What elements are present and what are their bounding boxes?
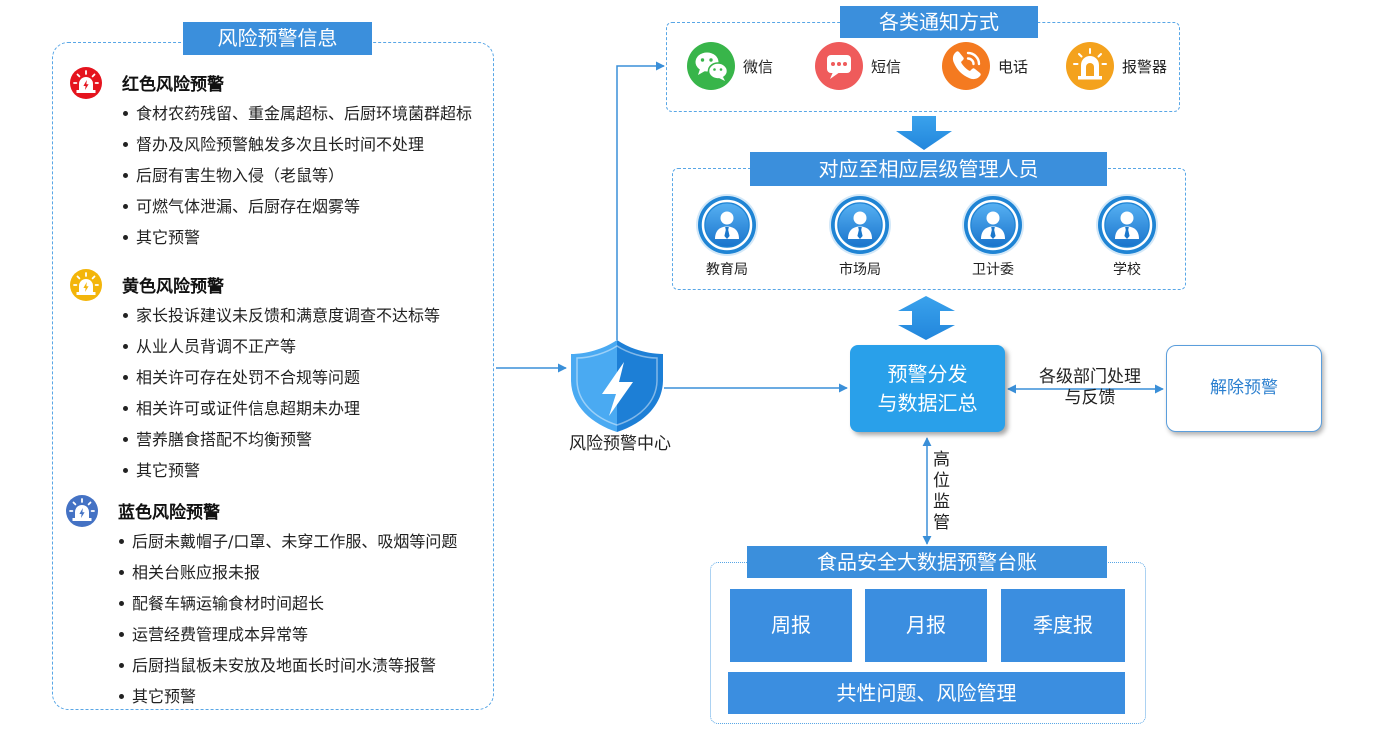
supervision-label: 高位监管 bbox=[933, 450, 950, 533]
person-icon bbox=[696, 194, 758, 256]
blue-alarm-icon bbox=[66, 494, 98, 527]
red-alarm-icon bbox=[70, 66, 102, 99]
feedback-line: 与反馈 bbox=[1064, 388, 1116, 408]
sms-icon bbox=[815, 42, 863, 90]
manager-label: 教育局 bbox=[706, 262, 748, 278]
risk-item: 其它预警 bbox=[123, 455, 490, 486]
center-label: 风险预警中心 bbox=[569, 434, 671, 454]
hub-box: 预警分发 与数据汇总 bbox=[850, 345, 1005, 432]
shield-lightning-icon bbox=[571, 340, 663, 432]
yellow-level: 黄色风险预警 家长投诉建议未反馈和满意度调查不达标等 从业人员背调不正产等 相关… bbox=[70, 268, 490, 486]
channel-sms: 短信 bbox=[815, 42, 927, 90]
yellow-level-name: 黄色风险预警 bbox=[122, 277, 224, 297]
red-level-name: 红色风险预警 bbox=[122, 75, 224, 95]
manager-label: 市场局 bbox=[839, 262, 881, 278]
manager-education-bureau: 教育局 bbox=[687, 193, 767, 281]
risk-item: 营养膳食搭配不均衡预警 bbox=[123, 424, 490, 455]
hub-line: 预警分发 bbox=[887, 362, 968, 386]
hub-line: 与数据汇总 bbox=[877, 391, 978, 415]
managers-title: 对应至相应层级管理人员 bbox=[750, 152, 1107, 186]
person-icon bbox=[1096, 194, 1158, 256]
notify-title: 各类通知方式 bbox=[840, 6, 1038, 38]
manager-school: 学校 bbox=[1087, 193, 1167, 281]
block-arrow-managers-hub bbox=[898, 296, 955, 340]
yellow-alarm-icon bbox=[70, 268, 102, 301]
blue-level-name: 蓝色风险预警 bbox=[118, 503, 220, 523]
manager-label: 学校 bbox=[1113, 262, 1141, 278]
manager-market-bureau: 市场局 bbox=[820, 193, 900, 281]
report-monthly: 月报 bbox=[865, 589, 987, 662]
red-level: 红色风险预警 食材农药残留、重金属超标、后厨环境菌群超标 督办及风险预警触发多次… bbox=[70, 66, 490, 253]
yellow-level-heading: 黄色风险预警 bbox=[70, 268, 490, 301]
red-level-items: 食材农药残留、重金属超标、后厨环境菌群超标 督办及风险预警触发多次且长时间不处理… bbox=[70, 98, 490, 253]
risk-info-title: 风险预警信息 bbox=[183, 22, 372, 55]
channel-wechat: 微信 bbox=[687, 42, 799, 90]
channel-label: 微信 bbox=[743, 58, 774, 76]
risk-item: 后厨挡鼠板未安放及地面长时间水渍等报警 bbox=[119, 650, 486, 681]
ledger-summary: 共性问题、风险管理 bbox=[728, 672, 1125, 714]
manager-label: 卫计委 bbox=[972, 262, 1014, 278]
risk-item: 相关许可或证件信息超期未办理 bbox=[123, 393, 490, 424]
person-icon bbox=[829, 194, 891, 256]
block-arrow-notify-to-managers bbox=[896, 116, 952, 150]
channel-label: 短信 bbox=[871, 58, 902, 76]
risk-item: 其它预警 bbox=[119, 681, 486, 712]
risk-item: 后厨未戴帽子/口罩、未穿工作服、吸烟等问题 bbox=[119, 526, 486, 557]
risk-item: 配餐车辆运输食材时间超长 bbox=[119, 588, 486, 619]
blue-level-heading: 蓝色风险预警 bbox=[66, 494, 486, 527]
feedback-label: 各级部门处理 与反馈 bbox=[1025, 367, 1155, 409]
person-icon bbox=[962, 194, 1024, 256]
risk-item: 相关台账应报未报 bbox=[119, 557, 486, 588]
red-level-heading: 红色风险预警 bbox=[70, 66, 490, 99]
channel-label: 报警器 bbox=[1122, 58, 1168, 76]
yellow-level-items: 家长投诉建议未反馈和满意度调查不达标等 从业人员背调不正产等 相关许可存在处罚不… bbox=[70, 300, 490, 486]
arrow-center-to-notify bbox=[616, 61, 665, 340]
channel-phone: 电话 bbox=[942, 42, 1054, 90]
report-weekly: 周报 bbox=[730, 589, 852, 662]
risk-item: 后厨有害生物入侵（老鼠等） bbox=[123, 160, 490, 191]
channel-alarm: 报警器 bbox=[1066, 42, 1178, 90]
feedback-line: 各级部门处理 bbox=[1039, 367, 1141, 387]
risk-item: 相关许可存在处罚不合规等问题 bbox=[123, 362, 490, 393]
wechat-icon bbox=[687, 42, 735, 90]
risk-item: 从业人员背调不正产等 bbox=[123, 331, 490, 362]
alarm-icon bbox=[1066, 42, 1114, 90]
risk-item: 食材农药残留、重金属超标、后厨环境菌群超标 bbox=[123, 98, 490, 129]
ledger-title: 食品安全大数据预警台账 bbox=[747, 546, 1107, 578]
channel-label: 电话 bbox=[998, 58, 1029, 76]
release-box: 解除预警 bbox=[1166, 345, 1322, 432]
phone-icon bbox=[942, 42, 990, 90]
report-quarterly: 季度报 bbox=[1001, 589, 1125, 662]
blue-level: 蓝色风险预警 后厨未戴帽子/口罩、未穿工作服、吸烟等问题 相关台账应报未报 配餐… bbox=[66, 494, 486, 712]
manager-health-committee: 卫计委 bbox=[953, 193, 1033, 281]
risk-item: 其它预警 bbox=[123, 222, 490, 253]
blue-level-items: 后厨未戴帽子/口罩、未穿工作服、吸烟等问题 相关台账应报未报 配餐车辆运输食材时… bbox=[66, 526, 486, 712]
risk-item: 可燃气体泄漏、后厨存在烟雾等 bbox=[123, 191, 490, 222]
risk-item: 运营经费管理成本异常等 bbox=[119, 619, 486, 650]
risk-item: 督办及风险预警触发多次且长时间不处理 bbox=[123, 129, 490, 160]
risk-item: 家长投诉建议未反馈和满意度调查不达标等 bbox=[123, 300, 490, 331]
